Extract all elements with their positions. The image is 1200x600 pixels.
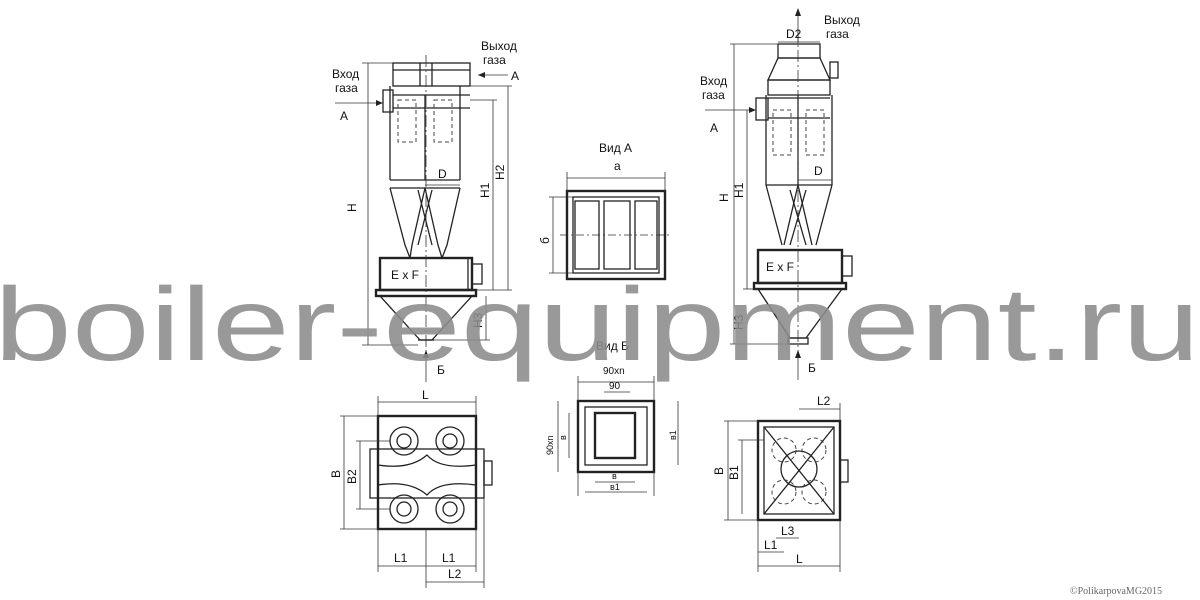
left-inlet-label-2: газа [335,81,358,95]
view-a-dim-a: a [614,159,621,173]
left-inlet-label-1: Вход [332,67,359,81]
right-arrow-a: А [710,121,718,135]
right-outlet-label-1: Выход [824,13,860,27]
right-cyclone-elevation [705,8,853,380]
right-plan-dim-L1: L1 [764,538,778,552]
view-b-dim-v1: в1 [668,430,678,440]
watermark-text: boiler-equipment.ru [0,267,1200,383]
view-a-drawing [549,172,672,281]
left-dim-H: H [345,203,359,212]
right-plan-dim-L2: L2 [817,394,831,408]
right-plan-dim-L3: L3 [781,524,795,538]
left-cyclone-elevation [335,55,512,382]
left-dim-H2: H2 [493,164,507,180]
view-b-drawing [557,376,679,496]
right-plan-view [724,403,849,572]
left-plan-dim-B2: B2 [345,469,359,484]
view-b-dim-v-bottom: в [612,471,617,481]
view-b-dim-90xn-side: 90хn [545,435,555,455]
left-arrow-a-left: А [340,109,348,123]
right-plan-dim-B: B [712,467,726,475]
left-arrow-a-right: А [511,69,519,83]
right-dim-D: D [814,164,823,178]
view-b-dim-90: 90 [609,381,621,392]
right-dim-H: H [717,193,731,202]
right-box-label: E x F [766,260,794,274]
left-dim-D: D [438,167,447,181]
right-plan-dim-B1: B1 [727,465,741,480]
right-inlet-label-1: Вход [700,74,727,88]
left-plan-dim-B: B [329,470,343,478]
view-b-dim-v1-bottom: в1 [610,482,620,492]
left-outlet-label-2: газа [483,53,506,67]
view-b-dim-90xn: 90хn [603,366,625,377]
copyright-text: ©PolikarpovaMG2015 [1070,586,1162,597]
right-arrow-b: Б [808,361,816,375]
left-plan-dim-L: L [422,388,429,402]
right-dim-D2: D2 [786,27,802,41]
view-a-title: Вид А [599,141,632,155]
left-dim-H1: H1 [478,182,492,198]
left-dim-H3: H3 [471,312,485,328]
left-plan-dim-L2: L2 [448,567,462,581]
left-plan-view [340,396,493,588]
left-plan-dim-L1-b: L1 [442,551,456,565]
left-box-label: E x F [391,268,419,282]
view-b-dim-v: в [558,435,568,440]
left-arrow-b: Б [437,363,445,377]
left-outlet-label-1: Выход [481,39,517,53]
right-plan-dim-L: L [796,552,803,566]
view-b-title: Вид Б [596,339,629,353]
view-a-dim-b: б [538,237,552,244]
right-dim-H1: H1 [732,182,746,198]
right-inlet-label-2: газа [702,88,725,102]
right-dim-H3: H3 [732,314,746,330]
left-plan-dim-L1-a: L1 [394,551,408,565]
right-outlet-label-2: газа [826,27,849,41]
